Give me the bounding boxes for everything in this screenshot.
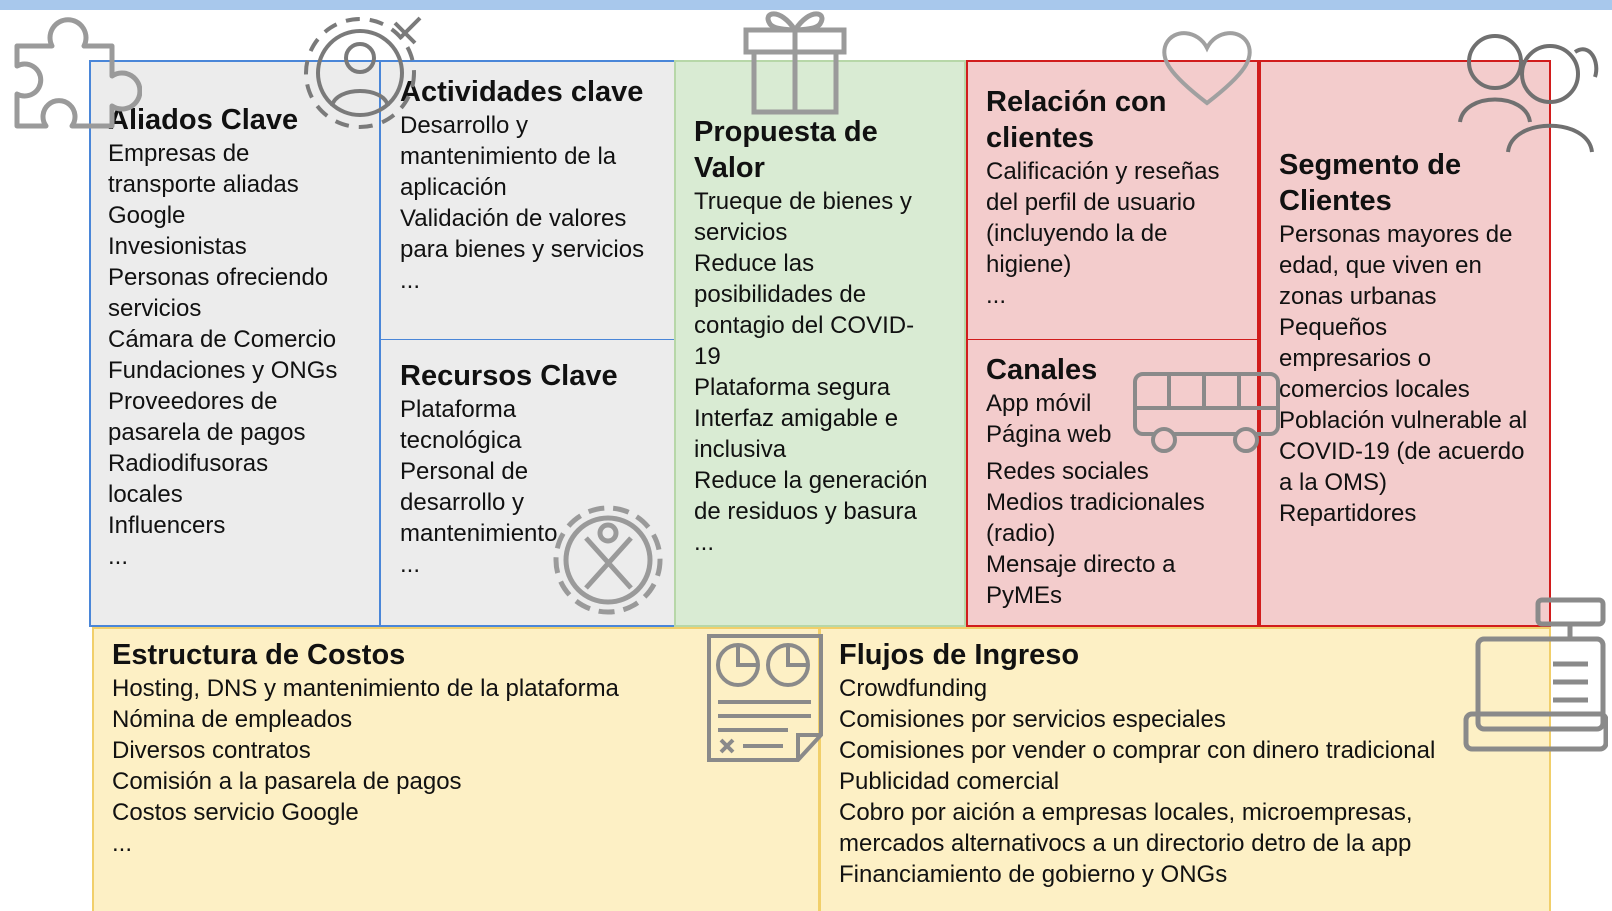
- segmento-clientes-title: Segmento de Clientes: [1279, 149, 1462, 217]
- list-item: Costos servicio Google: [112, 799, 359, 826]
- list-item: Página web: [986, 421, 1112, 448]
- list-item: Validación de valores para bienes y serv…: [400, 205, 645, 263]
- gear-tools-icon: [541, 493, 676, 628]
- list-item: Plataforma tecnológica: [400, 396, 522, 454]
- actividades-clave-list: Desarrollo y mantenimiento de la aplicac…: [400, 110, 670, 296]
- cash-register-icon: [1458, 594, 1608, 754]
- list-item: Comisiones por vender o comprar con dine…: [839, 737, 1436, 764]
- list-item: Calificación y reseñas del perfil de usu…: [986, 158, 1220, 278]
- list-item: Radiodifusoras locales: [108, 450, 269, 508]
- list-item: Redes sociales: [986, 458, 1149, 485]
- list-item: Repartidores: [1279, 500, 1417, 527]
- list-item: Personal de desarrollo y mantenimiento: [400, 458, 558, 547]
- aliados-clave-list: Empresas de transporte aliadas Google In…: [108, 138, 378, 572]
- propuesta-valor-list: Trueque de bienes y servicios Reduce las…: [694, 186, 956, 558]
- list-item: Proveedores de pasarela de pagos: [108, 388, 306, 446]
- list-item: Fundaciones y ONGs: [108, 357, 338, 384]
- list-item: Pequeños empresarios o comercios locales: [1279, 314, 1470, 403]
- estructura-costos-title: Estructura de Costos: [112, 639, 406, 671]
- bus-icon: [1129, 368, 1284, 463]
- list-item: Financiamiento de gobierno y ONGs: [839, 861, 1228, 888]
- canales-list: App móvil Página web Redes sociales Medi…: [986, 388, 1254, 611]
- top-bar: [0, 0, 1612, 10]
- list-item: Influencers: [108, 512, 226, 539]
- flujos-ingreso-title: Flujos de Ingreso: [839, 639, 1080, 671]
- list-item: Comisión a la pasarela de pagos: [112, 768, 462, 795]
- list-item: Google: [108, 202, 186, 229]
- list-item: Cámara de Comercio: [108, 326, 337, 353]
- estructura-costos-box: Estructura de Costos Hosting, DNS y mant…: [92, 627, 820, 911]
- recursos-clave-list: Plataforma tecnológica Personal de desar…: [400, 394, 670, 580]
- list-item: Reduce las posibilidades de contagio del…: [694, 250, 915, 370]
- heart-icon: [1158, 28, 1256, 108]
- list-item: Trueque de bienes y servicios: [694, 188, 912, 246]
- list-item: Cobro por aición a empresas locales, mic…: [839, 799, 1413, 857]
- flujos-ingreso-list: Crowdfunding Comisiones por servicios es…: [839, 673, 1539, 890]
- gear-person-icon: [300, 8, 425, 138]
- canales-box: Canales App móvil Página web Redes socia…: [966, 340, 1259, 627]
- list-item: Interfaz amigable e inclusiva: [694, 405, 899, 463]
- list-item: ...: [400, 551, 421, 578]
- list-item: App móvil: [986, 390, 1092, 417]
- list-item: ...: [986, 282, 1007, 309]
- segmento-clientes-box: Segmento de Clientes Personas mayores de…: [1259, 60, 1551, 627]
- list-item: Reduce la generación de residuos y basur…: [694, 467, 928, 525]
- list-item: Publicidad comercial: [839, 768, 1060, 795]
- relacion-clientes-box: Relación con clientes Calificación y res…: [966, 60, 1259, 341]
- list-item: ...: [400, 267, 421, 294]
- aliados-clave-box: Aliados Clave Empresas de transporte ali…: [89, 60, 381, 627]
- relacion-clientes-list: Calificación y reseñas del perfil de usu…: [986, 156, 1248, 311]
- list-item: Personas mayores de edad, que viven en z…: [1279, 221, 1513, 310]
- list-item: Crowdfunding: [839, 675, 988, 702]
- propuesta-valor-title: Propuesta de Valor: [694, 116, 878, 184]
- people-icon: [1450, 22, 1610, 157]
- receipt-icon: [703, 630, 828, 765]
- list-item: Plataforma segura: [694, 374, 891, 401]
- list-item: Medios tradicionales (radio): [986, 489, 1205, 547]
- list-item: ...: [694, 529, 715, 556]
- list-item: Comisiones por servicios especiales: [839, 706, 1226, 733]
- actividades-clave-title: Actividades clave: [400, 76, 644, 108]
- list-item: Población vulnerable al COVID-19 (de acu…: [1279, 407, 1528, 496]
- list-item: ...: [112, 830, 133, 857]
- aliados-clave-title: Aliados Clave: [108, 104, 299, 136]
- gift-icon: [740, 2, 850, 117]
- list-item: Personas ofreciendo servicios: [108, 264, 329, 322]
- estructura-costos-list: Hosting, DNS y mantenimiento de la plata…: [112, 673, 712, 859]
- list-item: ...: [108, 543, 129, 570]
- flujos-ingreso-box: Flujos de Ingreso Crowdfunding Comisione…: [820, 627, 1551, 911]
- propuesta-valor-box: Propuesta de Valor Trueque de bienes y s…: [674, 60, 966, 627]
- canales-title: Canales: [986, 354, 1098, 386]
- relacion-clientes-title: Relación con clientes: [986, 86, 1167, 154]
- list-item: Invesionistas: [108, 233, 247, 260]
- list-item: Mensaje directo a PyMEs: [986, 551, 1176, 609]
- list-item: Empresas de transporte aliadas: [108, 140, 299, 198]
- actividades-clave-box: Actividades clave Desarrollo y mantenimi…: [381, 60, 674, 341]
- segmento-clientes-list: Personas mayores de edad, que viven en z…: [1279, 219, 1549, 529]
- puzzle-icon: [12, 6, 142, 131]
- list-item: Nómina de empleados: [112, 706, 353, 733]
- recursos-clave-title: Recursos Clave: [400, 360, 618, 392]
- list-item: Desarrollo y mantenimiento de la aplicac…: [400, 112, 617, 201]
- list-item: Diversos contratos: [112, 737, 311, 764]
- list-item: Hosting, DNS y mantenimiento de la plata…: [112, 675, 619, 702]
